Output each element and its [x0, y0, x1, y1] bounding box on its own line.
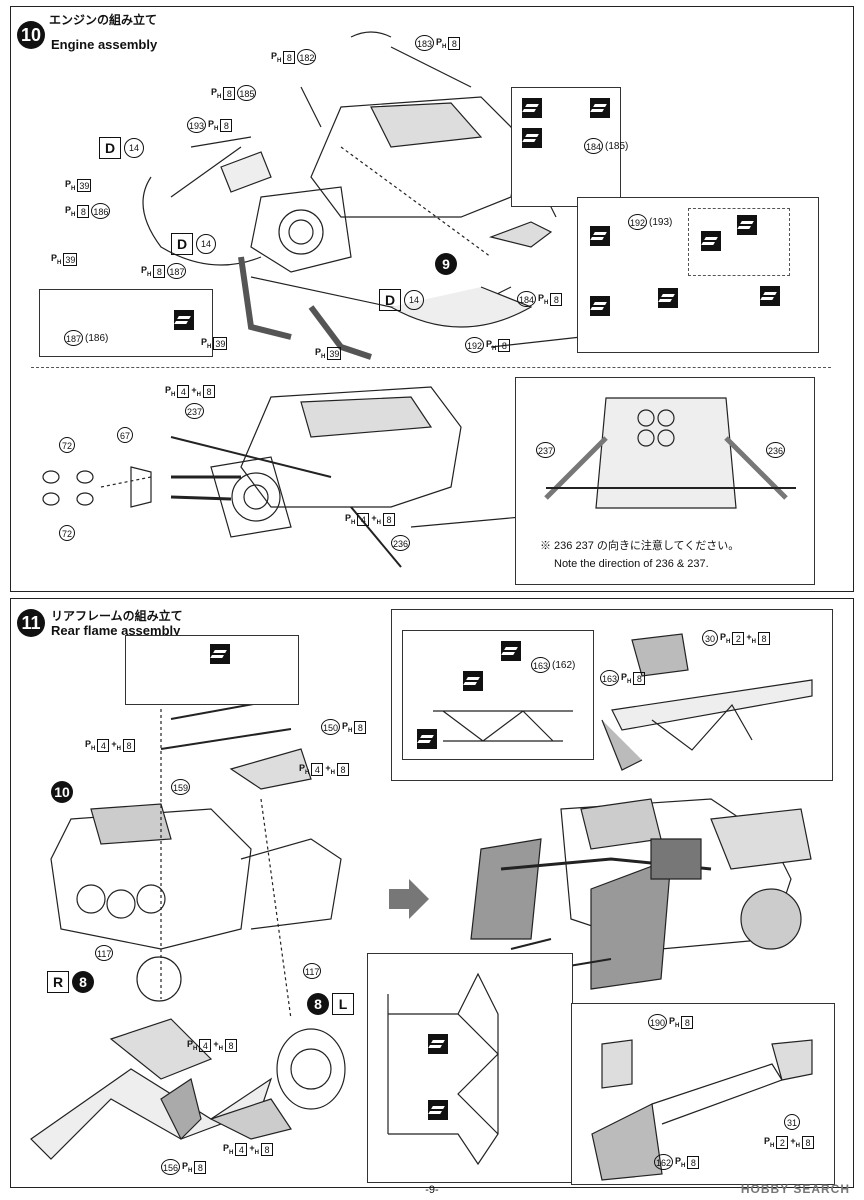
part-label: 72 — [59, 437, 75, 453]
rear-frame-illustration — [30, 698, 812, 1160]
part-label-236: 236 — [766, 442, 786, 458]
paint-icon — [501, 641, 521, 661]
inset-note-236-237: 237 236 ※ 236 237 の向きに注意してください。 Note the… — [515, 377, 815, 585]
paint-icon — [522, 98, 542, 118]
part-label: 236 — [391, 535, 411, 551]
frame-part-163-large — [601, 633, 813, 771]
paint-icon — [737, 215, 757, 235]
part-label: 184(185) — [584, 138, 628, 154]
note-jp: ※ 236 237 の向きに注意してください。 — [540, 540, 740, 552]
subassembly-tag-9: 9 — [435, 253, 457, 275]
paint-icon — [701, 231, 721, 251]
rear-frame-top-view — [387, 972, 499, 1166]
inset-163-162: 163(162) — [402, 630, 594, 760]
part-label: 159 — [171, 779, 191, 795]
watermark: HOBBY SEARCH — [740, 1182, 850, 1196]
paint-icon — [210, 644, 230, 664]
paint-icon — [522, 128, 542, 148]
step-number: 11 — [17, 609, 45, 637]
detail-inset — [688, 208, 790, 276]
inset-184-185: 184(185) — [511, 87, 628, 207]
paint-icon — [590, 226, 610, 246]
part-label: 72 — [59, 525, 75, 541]
inset-192-193: 192(193) — [577, 197, 819, 353]
step-11-panel: 11 リアフレームの組み立て Rear flame assembly — [10, 598, 854, 1188]
step-number: 10 — [17, 21, 45, 49]
part-label: 237 — [185, 403, 205, 419]
paint-icon — [590, 98, 610, 118]
paint-icon — [428, 1100, 448, 1120]
part-label: 117 — [95, 945, 114, 961]
engine-assembly-illustration — [42, 31, 582, 568]
part-label: 117 — [303, 963, 322, 979]
step-title-jp: エンジンの組み立て — [49, 13, 158, 27]
part-label: 187(186) — [64, 330, 108, 346]
frame-part-163 — [433, 710, 573, 742]
step-title-en: Engine assembly — [51, 37, 158, 52]
paint-icon — [417, 729, 437, 749]
step-10-panel: 10 エンジンの組み立て Engine assembly — [10, 6, 854, 592]
engine-rear-view — [544, 397, 796, 509]
inset-rear-frame-top — [367, 953, 573, 1183]
frame-part-162 — [591, 1039, 813, 1181]
note-en: Note the direction of 236 & 237. — [554, 558, 709, 570]
part-label: 192(193) — [628, 214, 672, 230]
inset-187-186: 187(186) — [39, 289, 213, 357]
paint-icon — [174, 310, 194, 330]
paint-icon — [760, 286, 780, 306]
part-label: 67 — [117, 427, 133, 443]
paint-icon — [428, 1034, 448, 1054]
page-number: -9- — [425, 1184, 439, 1196]
divider — [31, 367, 831, 368]
part-label: 163(162) — [531, 657, 575, 673]
inset-upper-arm — [125, 635, 299, 705]
step-title-jp: リアフレームの組み立て — [51, 609, 183, 623]
paint-icon — [590, 296, 610, 316]
part-label-237: 237 — [536, 442, 556, 458]
step-title-en: Rear flame assembly — [51, 623, 181, 638]
subassembly-tag-10: 10 — [51, 781, 73, 803]
part-label: 31 — [784, 1114, 800, 1130]
paint-icon — [463, 671, 483, 691]
paint-icon — [658, 288, 678, 308]
